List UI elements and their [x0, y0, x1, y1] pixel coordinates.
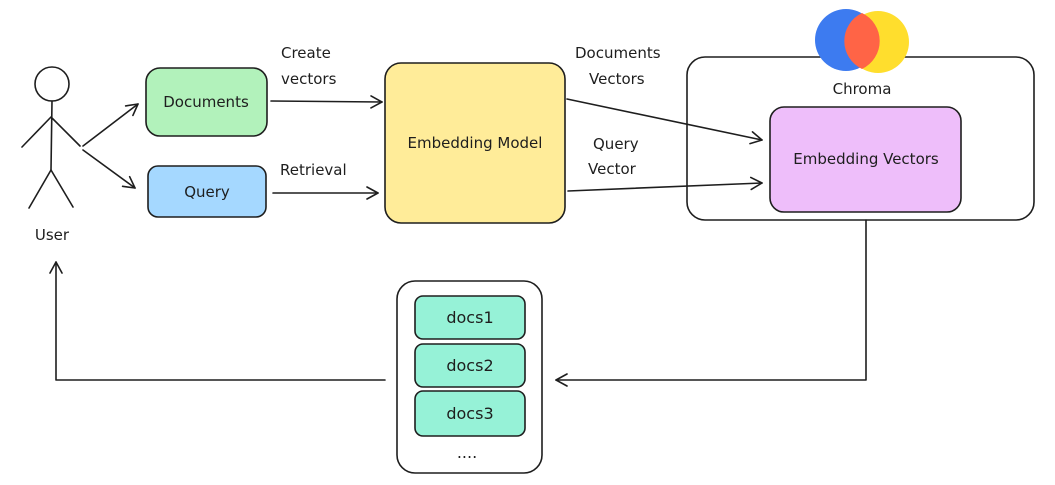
documents-label: Documents [163, 93, 249, 111]
more-docs-ellipsis: .... [457, 443, 477, 462]
user-label: User [35, 226, 70, 244]
doc-item-label: docs1 [446, 308, 493, 327]
chroma-logo [815, 9, 909, 73]
embedding-vectors-label: Embedding Vectors [793, 150, 939, 168]
create-vectors-label-line2: vectors [281, 70, 337, 88]
documents-box[interactable] [145, 67, 268, 137]
query-node[interactable]: Query [147, 165, 267, 218]
arrow-documents-to-model [270, 95, 383, 109]
query-label: Query [184, 183, 230, 201]
doc-item-label: docs3 [446, 404, 493, 423]
doc-item-box[interactable] [414, 390, 526, 437]
query-vector-label-line2: Vector [588, 160, 637, 178]
user-body [50, 100, 53, 171]
user-legs [28, 169, 74, 209]
doc-item-box[interactable] [414, 295, 526, 340]
documents-node[interactable]: Documents [145, 67, 268, 137]
embedding-model-box[interactable] [384, 62, 566, 224]
doc-item-3[interactable]: docs3 [414, 390, 526, 437]
documents-vectors-label-line1: Documents [575, 44, 661, 62]
arrow-vectors-to-results [555, 219, 867, 387]
chroma-logo-red [844, 13, 880, 69]
create-vectors-label-line1: Create [281, 44, 331, 62]
embedding-vectors-box[interactable] [769, 106, 962, 213]
arrow-user-to-query [82, 149, 136, 189]
doc-item-box[interactable] [414, 343, 526, 388]
user-arms [21, 116, 81, 148]
arrow-model-to-vectors-documents [566, 98, 763, 145]
embedding-model-node[interactable]: Embedding Model [384, 62, 566, 224]
embedding-model-label: Embedding Model [408, 134, 543, 152]
retrieval-label: Retrieval [280, 161, 347, 179]
documents-vectors-label-line2: Vectors [589, 70, 645, 88]
doc-item-2[interactable]: docs2 [414, 343, 526, 388]
query-vector-label-line1: Query [593, 135, 639, 153]
query-box[interactable] [147, 165, 267, 218]
doc-item-label: docs2 [446, 356, 493, 375]
doc-item-1[interactable]: docs1 [414, 295, 526, 340]
results-container: docs1 docs2 docs3 .... [396, 280, 543, 474]
user-head [34, 66, 70, 102]
user-actor [21, 66, 81, 209]
embedding-vectors-node[interactable]: Embedding Vectors [769, 106, 962, 213]
arrow-user-to-documents [82, 103, 139, 147]
arrow-model-to-vectors-query [567, 176, 763, 192]
chroma-label: Chroma [833, 80, 892, 98]
results-box [396, 280, 543, 474]
arrow-results-to-user [49, 261, 386, 381]
